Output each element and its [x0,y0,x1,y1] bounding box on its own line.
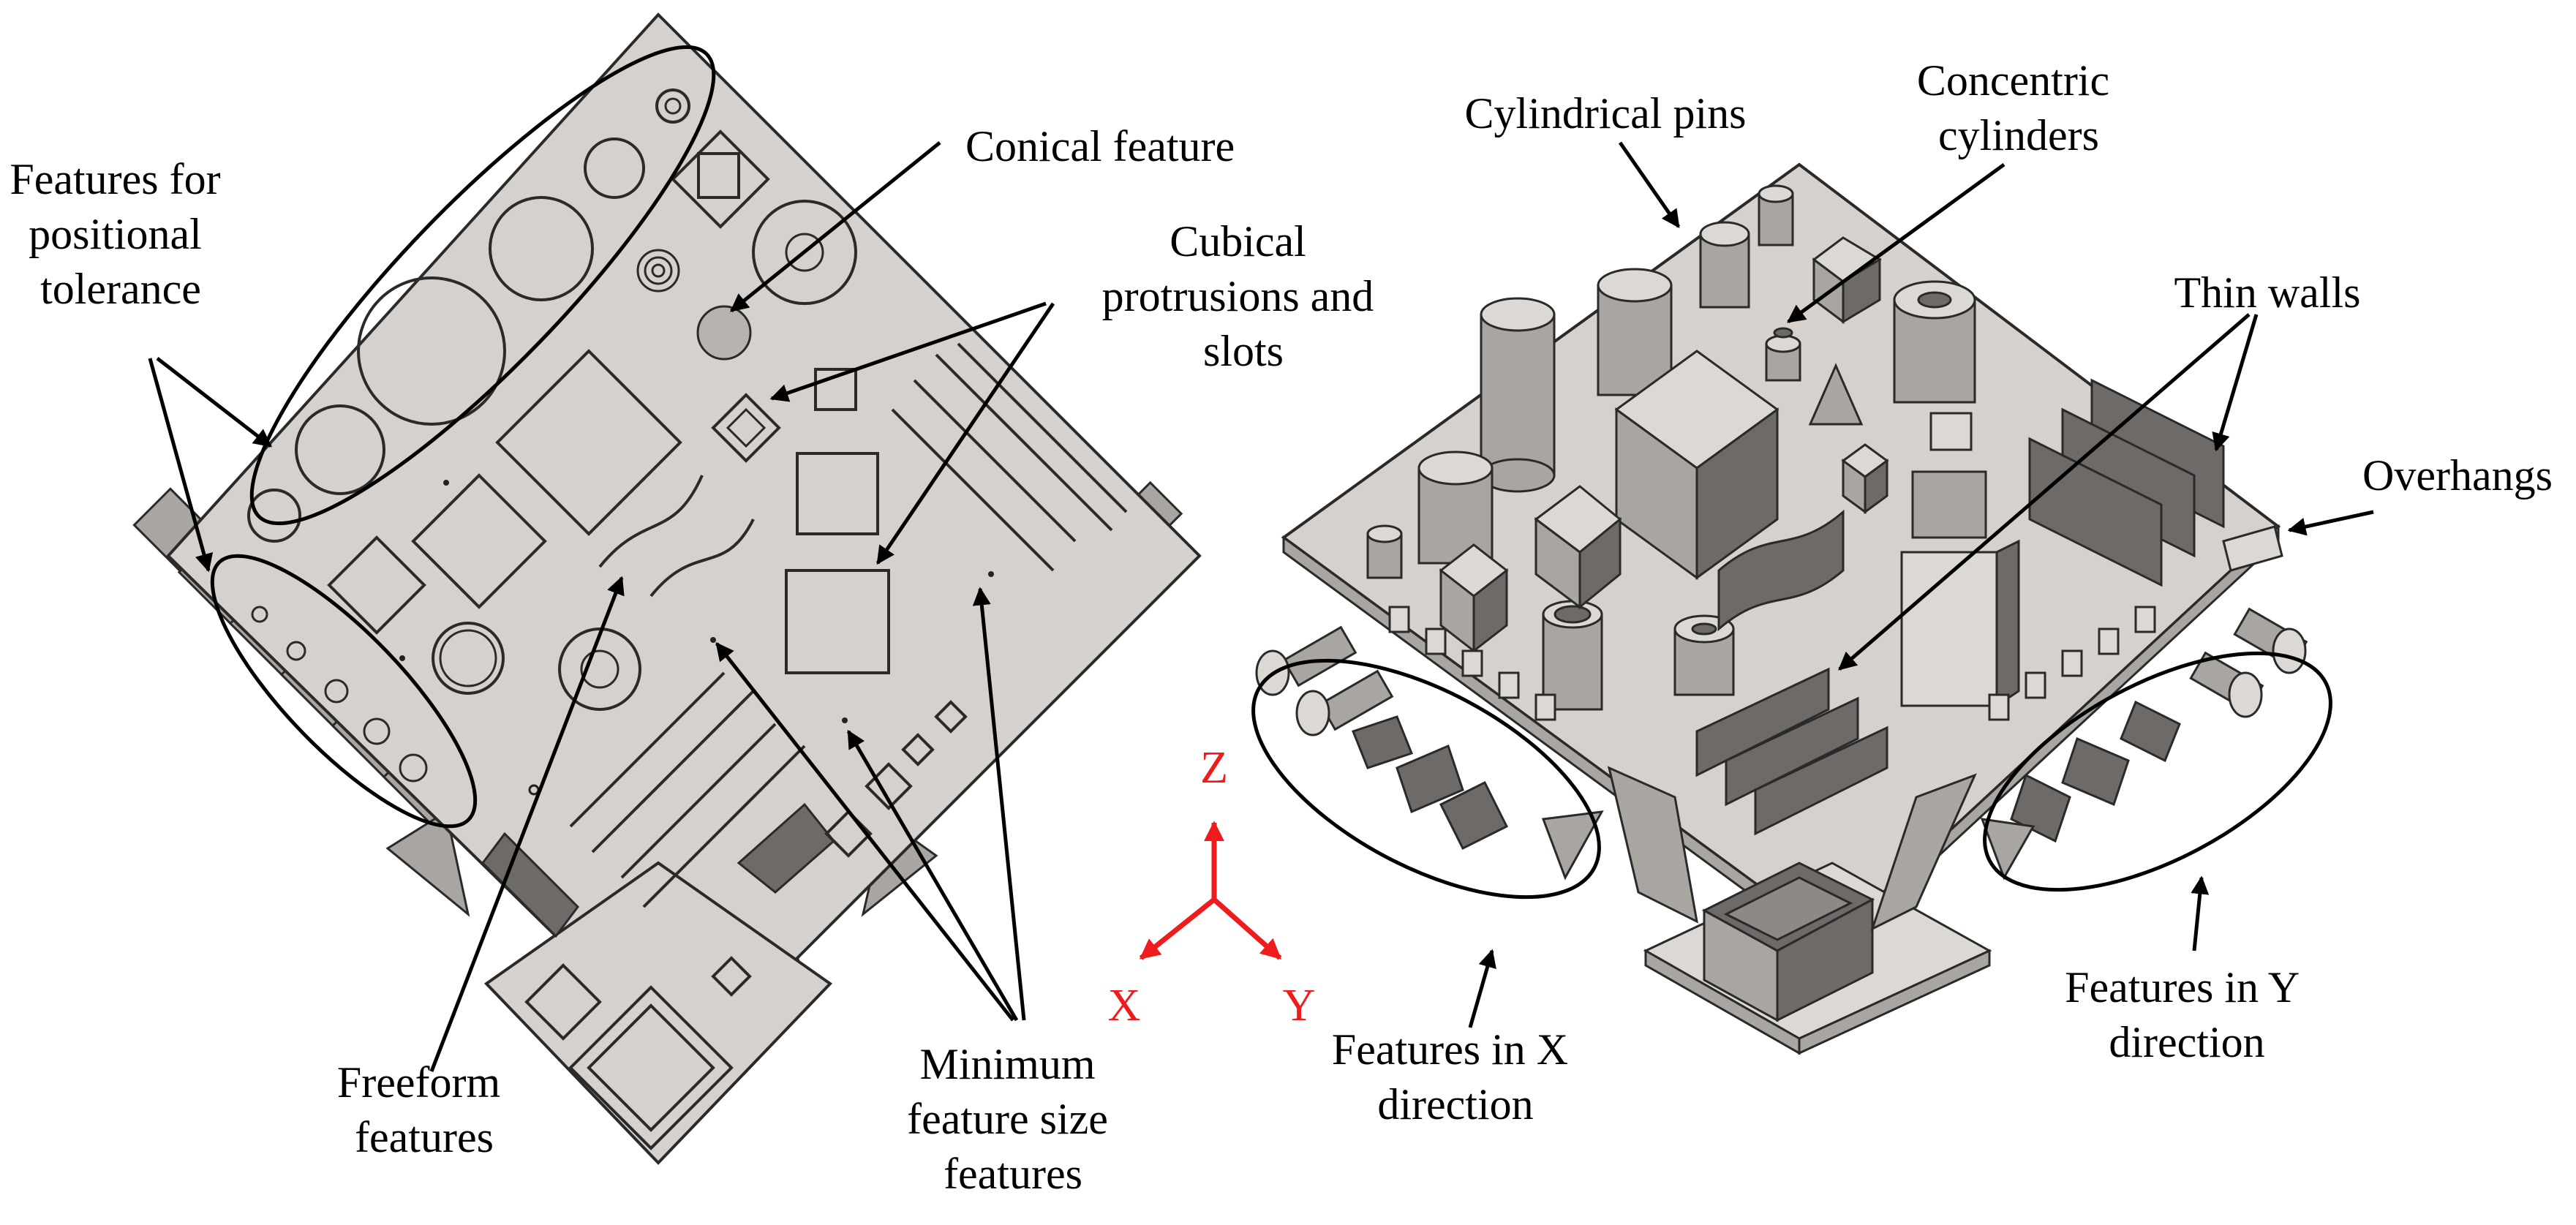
right-iso-view [1251,162,2332,1055]
y-axis-arrow [1212,897,1282,960]
x-direction-oval [1251,658,1601,900]
label-concentric-cylinders: Concentric cylinders [1917,56,2120,159]
positional-oval-top [249,45,716,526]
freeform-curve-1 [598,475,704,568]
y-direction-oval [1983,651,2332,892]
label-positional-tolerance: Features for positional tolerance [10,155,231,313]
slots [569,342,1128,908]
label-conical-feature: Conical feature [965,122,1235,170]
cone-top-view [696,305,752,361]
leader-arrows [148,141,2374,1072]
left-top-view [132,12,1202,1165]
concentric-cylinders [1542,280,1976,711]
annotation-labels: Features for positional tolerance Conica… [10,56,2553,1198]
label-features-y: Features in Y direction [2065,963,2309,1066]
z-axis-label: Z [1200,743,1228,793]
positional-circles [247,88,690,783]
cone-3d [1808,363,1864,426]
y-axis-label: Y [1283,981,1316,1030]
freeform-curve-2 [649,519,755,598]
label-cubical: Cubical protrusions and slots [1102,217,1385,375]
label-cylindrical-pins: Cylindrical pins [1465,89,1747,137]
cubes [1439,236,2020,708]
x-axis-label: X [1108,981,1141,1030]
label-features-x: Features in X direction [1332,1025,1579,1128]
positional-oval-bottom [210,554,478,829]
label-thin-walls: Thin walls [2174,268,2361,317]
axis-triad: Z X Y [1108,743,1316,1030]
right-y-features [1980,606,2308,881]
freeform-wave-3d [1717,509,1845,632]
x-axis-arrow [1139,897,1216,960]
label-overhangs: Overhangs [2362,451,2553,500]
label-minimum-feature: Minimum feature size features [907,1040,1119,1198]
cylindrical-pins [1366,184,1794,579]
label-freeform: Freeform features [337,1058,511,1161]
